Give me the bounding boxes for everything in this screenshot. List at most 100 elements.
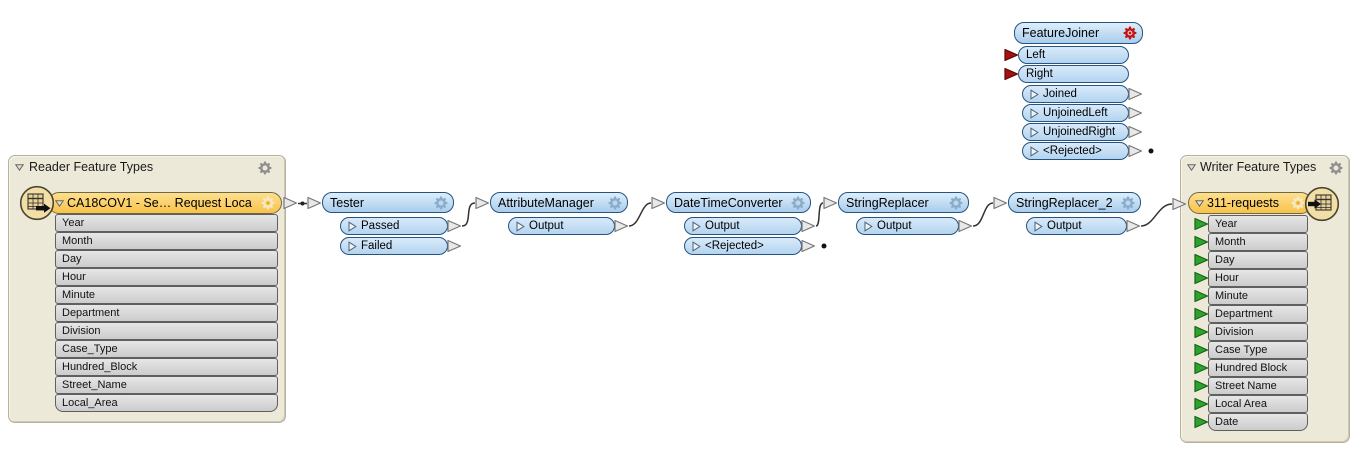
attribute-label: Hundred_Block (62, 361, 138, 373)
stringreplacer-node-header[interactable]: StringReplacer (838, 192, 969, 213)
attributemanager-input-connector-arrow[interactable] (475, 196, 490, 210)
datetimeconverter-node-header[interactable]: DateTimeConverter (666, 192, 811, 213)
datetimeconverter-gear-icon[interactable] (791, 196, 805, 210)
port-output[interactable]: Output (1026, 217, 1127, 235)
attr-input-arrow[interactable] (1194, 361, 1209, 375)
port-rejected[interactable]: <Rejected> (1022, 142, 1129, 160)
attr-input-arrow[interactable] (1194, 235, 1209, 249)
attribute-row[interactable]: Year (1208, 215, 1308, 233)
reader-node-header[interactable]: CA18COV1 - Se… Request Loca (48, 192, 282, 214)
attribute-row[interactable]: Hundred Block (1208, 359, 1308, 377)
attribute-row[interactable]: Division (1208, 323, 1308, 341)
port-output[interactable]: Output (856, 217, 959, 235)
attributemanager-gear-icon[interactable] (608, 196, 622, 210)
collapse-triangle-icon[interactable] (1187, 164, 1196, 171)
port-unjoinedleft[interactable]: UnjoinedLeft (1022, 104, 1129, 122)
unjoinedleft-output-connector-arrow[interactable] (1128, 106, 1143, 120)
attr-input-arrow[interactable] (1194, 217, 1209, 231)
attributemanager-node-header[interactable]: AttributeManager (490, 192, 628, 213)
attribute-row[interactable]: Day (55, 250, 278, 268)
output-connector-arrow[interactable] (801, 219, 816, 233)
attr-input-arrow[interactable] (1194, 289, 1209, 303)
attribute-row[interactable]: Department (55, 304, 278, 322)
attr-input-arrow[interactable] (1194, 397, 1209, 411)
featurejoiner-gear-icon[interactable] (1123, 26, 1137, 40)
port-label: Joined (1043, 88, 1077, 100)
stringreplacer2-node-header[interactable]: StringReplacer_2 (1008, 192, 1141, 213)
attribute-row[interactable]: Local_Area (55, 394, 278, 412)
port-triangle-icon (692, 241, 701, 252)
port-label: Right (1026, 68, 1053, 80)
joined-output-connector-arrow[interactable] (1128, 87, 1143, 101)
attribute-row[interactable]: Division (55, 322, 278, 340)
attr-input-arrow[interactable] (1194, 325, 1209, 339)
port-left[interactable]: Left (1018, 46, 1129, 64)
writer-container-gear-icon[interactable] (1329, 161, 1343, 175)
output-connector-arrow[interactable] (614, 219, 629, 233)
attribute-row[interactable]: Case Type (1208, 341, 1308, 359)
attribute-row[interactable]: Year (55, 214, 278, 232)
attribute-row[interactable]: Month (1208, 233, 1308, 251)
port-right[interactable]: Right (1018, 65, 1129, 83)
output-connector-arrow[interactable] (958, 219, 973, 233)
rejected-output-connector-arrow[interactable] (1128, 144, 1143, 158)
stringreplacer2-gear-icon[interactable] (1121, 196, 1135, 210)
tester-input-connector-arrow[interactable] (307, 196, 322, 210)
reader-container-gear-icon[interactable] (258, 161, 272, 175)
failed-output-connector-arrow[interactable] (447, 239, 462, 253)
port-output[interactable]: Output (508, 217, 615, 235)
datetimeconverter-input-connector-arrow[interactable] (651, 196, 666, 210)
attr-input-arrow[interactable] (1194, 343, 1209, 357)
output-connector-arrow[interactable] (1126, 219, 1141, 233)
writer-node-gear-icon[interactable] (1291, 196, 1305, 210)
passed-output-connector-arrow[interactable] (447, 219, 462, 233)
attribute-row[interactable]: Street_Name (55, 376, 278, 394)
attribute-row[interactable]: Street Name (1208, 377, 1308, 395)
attribute-row[interactable]: Day (1208, 251, 1308, 269)
attribute-row[interactable]: Date (1208, 413, 1308, 431)
collapse-triangle-icon[interactable] (15, 164, 24, 171)
writer-node-header[interactable]: 311-requests (1188, 192, 1312, 214)
port-rejected[interactable]: <Rejected> (684, 237, 802, 255)
port-passed[interactable]: Passed (340, 217, 448, 235)
reader-table-icon[interactable] (19, 185, 55, 221)
left-input-connector-arrow[interactable] (1004, 48, 1019, 62)
right-input-connector-arrow[interactable] (1004, 67, 1019, 81)
attribute-row[interactable]: Minute (1208, 287, 1308, 305)
collapse-triangle-icon[interactable] (1195, 200, 1204, 207)
tester-gear-icon[interactable] (434, 196, 448, 210)
unjoinedright-output-connector-arrow[interactable] (1128, 125, 1143, 139)
port-joined[interactable]: Joined (1022, 85, 1129, 103)
featurejoiner-node-header[interactable]: FeatureJoiner (1014, 22, 1143, 44)
attribute-row[interactable]: Case_Type (55, 340, 278, 358)
attribute-row[interactable]: Minute (55, 286, 278, 304)
rejected-output-connector-arrow[interactable] (801, 239, 816, 253)
transformer-title: FeatureJoiner (1022, 26, 1100, 40)
attribute-row[interactable]: Hour (55, 268, 278, 286)
port-label: Output (705, 220, 740, 232)
port-failed[interactable]: Failed (340, 237, 448, 255)
attribute-row[interactable]: Hundred_Block (55, 358, 278, 376)
attribute-row[interactable]: Hour (1208, 269, 1308, 287)
tester-node-header[interactable]: Tester (322, 192, 454, 213)
attr-input-arrow[interactable] (1194, 271, 1209, 285)
stringreplacer2-input-connector-arrow[interactable] (993, 196, 1008, 210)
attribute-row[interactable]: Month (55, 232, 278, 250)
attr-input-arrow[interactable] (1194, 415, 1209, 429)
attr-input-arrow[interactable] (1194, 253, 1209, 267)
collapse-triangle-icon[interactable] (55, 200, 64, 207)
reader-node-gear-icon[interactable] (261, 196, 275, 210)
transformer-title: Tester (330, 195, 365, 210)
stringreplacer-input-connector-arrow[interactable] (823, 196, 838, 210)
attribute-row[interactable]: Department (1208, 305, 1308, 323)
attribute-row[interactable]: Local Area (1208, 395, 1308, 413)
attr-input-arrow[interactable] (1194, 307, 1209, 321)
port-unjoinedright[interactable]: UnjoinedRight (1022, 123, 1129, 141)
writer-input-connector-arrow[interactable] (1172, 197, 1187, 211)
stringreplacer-gear-icon[interactable] (949, 196, 963, 210)
writer-table-icon[interactable] (1304, 186, 1340, 222)
reader-output-connector-arrow[interactable] (283, 196, 298, 210)
port-output[interactable]: Output (684, 217, 802, 235)
attr-input-arrow[interactable] (1194, 379, 1209, 393)
